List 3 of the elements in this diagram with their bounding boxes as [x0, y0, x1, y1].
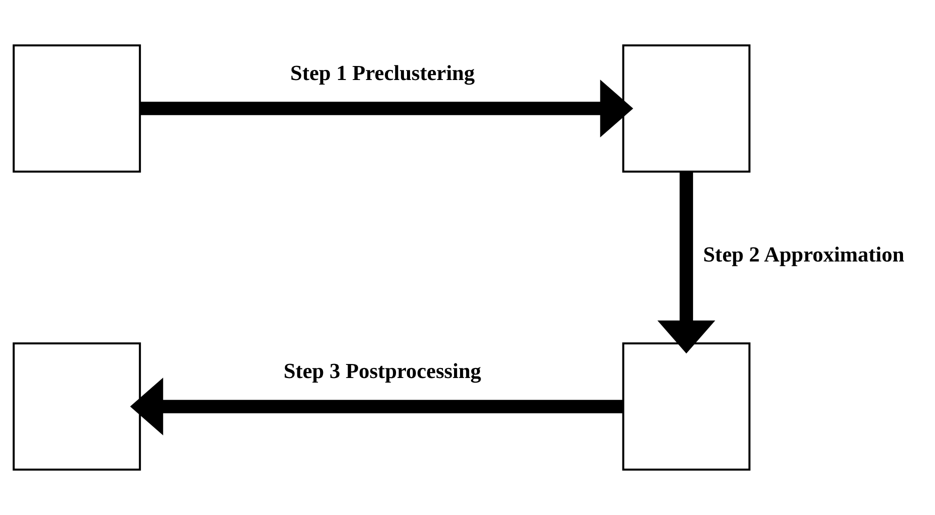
- edge-label: Step 3 Postprocessing: [284, 359, 482, 384]
- edge-label: Step 1 Preclustering: [290, 61, 475, 86]
- edge-label: Step 2 Approximation: [703, 242, 904, 266]
